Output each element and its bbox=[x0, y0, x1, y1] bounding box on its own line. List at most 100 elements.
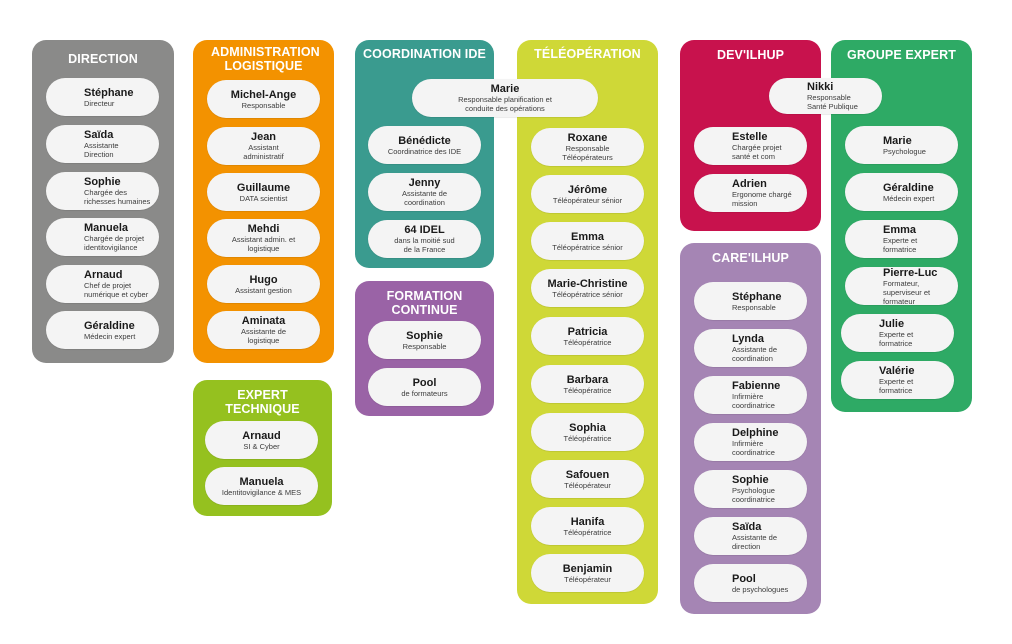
member-name: Benjamin bbox=[562, 562, 613, 575]
member-card-shared-marie[interactable]: Marie Responsable planification et condu… bbox=[412, 79, 598, 117]
member-role: Téléopérateur bbox=[564, 480, 611, 490]
member-card-shared-nikki[interactable]: Nikki Responsable Santé Publique bbox=[769, 78, 882, 114]
member-name: Marie-Christine bbox=[547, 277, 628, 290]
member-name: Géraldine bbox=[883, 181, 934, 194]
member-role: Responsable Santé Publique bbox=[807, 93, 858, 111]
member-name: Sophia bbox=[569, 421, 606, 434]
member-role: de formateurs bbox=[401, 388, 448, 398]
member-role: Directeur bbox=[84, 98, 115, 108]
member-name: Jean bbox=[250, 131, 277, 143]
member-role: Assistant gestion bbox=[235, 285, 292, 295]
member-role: Assistant administratif bbox=[243, 143, 284, 161]
group-title: EXPERT TECHNIQUE bbox=[225, 388, 300, 416]
member-role: Assistante de direction bbox=[732, 533, 778, 551]
member-name: Pool bbox=[412, 376, 437, 389]
group-title: CARE'ILHUP bbox=[712, 251, 789, 265]
member-role: Responsable planification et conduite de… bbox=[458, 95, 552, 113]
member-role: Infirmière coordinatrice bbox=[732, 392, 775, 410]
member-name: Sophie bbox=[84, 176, 121, 188]
member-name: Emma bbox=[570, 230, 605, 243]
member-role: de psychologues bbox=[732, 584, 789, 594]
member-name: Mehdi bbox=[247, 223, 280, 235]
member-role: Ergonome chargé mission bbox=[732, 190, 792, 208]
member-role: DATA scientist bbox=[239, 193, 288, 203]
member-name: Manuela bbox=[84, 222, 129, 234]
member-role: Responsable Téléopérateurs bbox=[562, 144, 613, 162]
member-name: Valérie bbox=[879, 365, 915, 377]
member-name: Delphine bbox=[732, 427, 779, 439]
member-name: Jenny bbox=[408, 177, 441, 189]
member-role: Responsable bbox=[732, 302, 776, 312]
member-role: Téléopératrice sénior bbox=[552, 289, 623, 299]
member-role: Téléopératrice bbox=[563, 433, 612, 443]
member-role: Assistante Direction bbox=[84, 141, 119, 159]
member-name: Marie bbox=[490, 83, 520, 95]
member-name: Hanifa bbox=[570, 515, 605, 528]
group-title: DEV'ILHUP bbox=[716, 48, 785, 62]
member-role: Psychologue bbox=[883, 146, 926, 156]
member-role: Médecin expert bbox=[84, 331, 136, 341]
member-name: Patricia bbox=[567, 325, 608, 338]
member-role: dans la moitié sud de la France bbox=[394, 236, 455, 254]
member-role: Téléopératrice bbox=[563, 385, 612, 395]
group-title: DIRECTION bbox=[68, 52, 138, 66]
member-role: Chargée de projet identitovigilance bbox=[84, 234, 145, 252]
member-name: Pierre-Luc bbox=[883, 266, 938, 279]
member-name: Saïda bbox=[84, 129, 114, 141]
member-name: Fabienne bbox=[732, 380, 781, 392]
member-name: Sophie bbox=[406, 329, 443, 342]
member-name: Aminata bbox=[241, 315, 286, 327]
member-role: Responsable bbox=[402, 341, 447, 351]
member-name: Saïda bbox=[732, 521, 762, 533]
group-title: ADMINISTRATION LOGISTIQUE bbox=[211, 45, 320, 73]
